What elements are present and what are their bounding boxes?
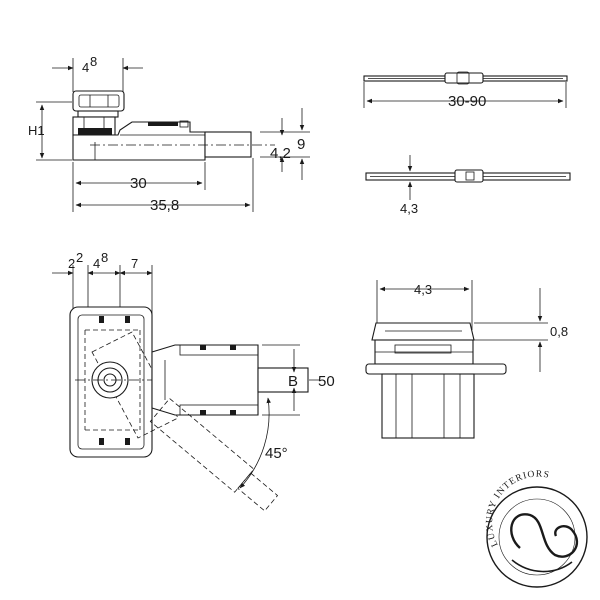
dim-2-2-sup: 2	[76, 250, 83, 265]
plan-view: 2 2 4 8 7	[52, 250, 335, 512]
dim-h1: H1	[28, 123, 45, 138]
dim-30: 30	[130, 175, 147, 192]
dim-50: 50	[318, 373, 335, 390]
dim-2-2: 2	[68, 256, 75, 271]
dim-30-90: 30-90	[448, 93, 486, 110]
dim-4-2: 4,2	[270, 145, 291, 162]
dim-top-width: 4	[82, 60, 89, 75]
dim-0-8: 0,8	[550, 324, 568, 339]
dim-4-8-sup: 8	[101, 250, 108, 265]
side-view: 4 8 H1 30 35,8	[28, 54, 310, 214]
channel-side-view: 4,3	[365, 155, 571, 216]
dim-b: B	[288, 373, 298, 390]
dim-9: 9	[297, 136, 305, 153]
channel-top-view: 30-90	[363, 71, 568, 110]
dim-4-3: 4,3	[414, 282, 432, 297]
luxury-interiors-logo: LUXURY INTERIORS	[485, 470, 588, 588]
dim-35-8: 35,8	[150, 197, 179, 214]
dim-45-deg: 45°	[265, 445, 288, 462]
dim-4-3-small: 4,3	[400, 201, 418, 216]
section-view: 4,3 0,8	[365, 280, 568, 439]
dim-4-8: 4	[93, 256, 100, 271]
dim-7: 7	[131, 256, 138, 271]
dim-top-width-sup: 8	[90, 54, 97, 69]
